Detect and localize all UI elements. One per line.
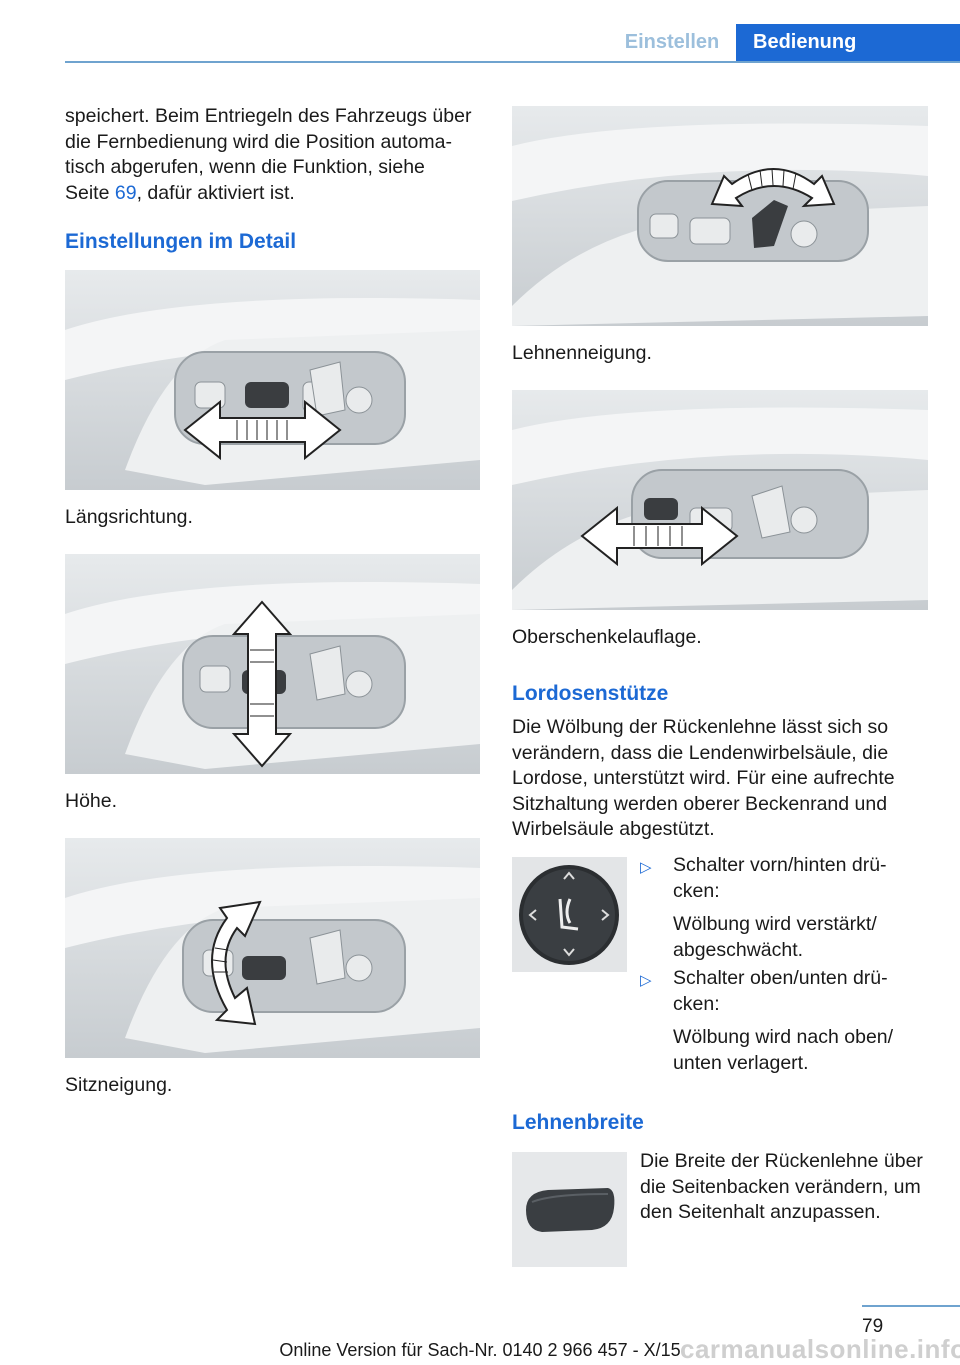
chevron-right-icon [601, 909, 610, 921]
chevron-down-icon [563, 948, 575, 957]
photo-sitzneigung [65, 838, 480, 1058]
bullet-item-2: ▷ Schalter oben/unten drü‐ cken: Wölbung… [640, 967, 894, 1074]
caption-sitzneigung: Sitzneigung. [65, 1074, 173, 1096]
footer-rule [862, 1305, 960, 1307]
header-rule [65, 61, 960, 63]
chevron-left-icon [528, 909, 537, 921]
triangle-right-icon: ▷ [640, 859, 652, 876]
photo-lehnenbreite-schalter [512, 1152, 627, 1267]
footer-text: Online Version für Sach-Nr. 0140 2 966 4… [279, 1340, 681, 1360]
photo-oberschenkelauflage [512, 390, 928, 610]
caption-laengsrichtung: Längsrichtung. [65, 506, 193, 528]
lordose-paragraph: Die Wölbung der Rückenlehne lässt sich s… [512, 716, 895, 840]
page-link[interactable]: 69 [114, 181, 137, 204]
page-number: 79 [862, 1316, 884, 1337]
breite-paragraph: Die Breite der Rückenlehne über die Seit… [640, 1150, 923, 1223]
bullet-item-1: ▷ Schalter vorn/hinten drü‐ cken: Wölbun… [640, 854, 887, 961]
intro-paragraph: speichert. Beim Entriegeln des Fahrzeugs… [65, 105, 472, 204]
caption-hoehe: Höhe. [65, 790, 118, 812]
photo-lordose-schalter [512, 857, 627, 972]
photo-hoehe [65, 554, 480, 774]
watermark: carmanualsonline.info [680, 1334, 960, 1364]
chevron-up-icon [563, 871, 575, 880]
seat-icon [558, 898, 579, 931]
breite-title: Lehnenbreite [512, 1111, 644, 1134]
caption-lehnenneigung: Lehnenneigung. [512, 342, 652, 364]
header-tab-einstellen[interactable]: Einstellen [624, 31, 720, 53]
lordose-title: Lordosenstütze [512, 682, 669, 705]
header-tab-bedienung[interactable]: Bedienung [736, 24, 960, 61]
caption-oberschenkelauflage: Oberschenkelauflage. [512, 626, 702, 648]
photo-laengsrichtung [65, 270, 480, 490]
photo-lehnenneigung [512, 106, 928, 326]
section-title: Einstellungen im Detail [65, 230, 297, 253]
triangle-right-icon: ▷ [640, 972, 652, 989]
